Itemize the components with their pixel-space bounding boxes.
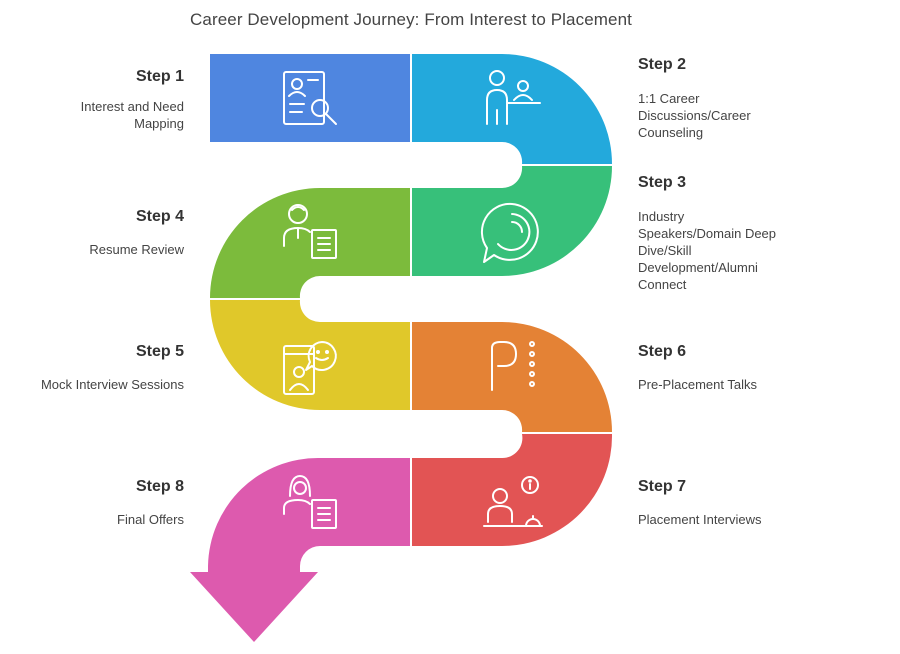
step-2-description: 1:1 Career Discussions/Career Counseling [638, 91, 751, 140]
step-1-segment [210, 54, 410, 142]
counselor-icon [486, 70, 541, 125]
step-4-segment [210, 188, 410, 298]
person-document-icon [283, 204, 337, 259]
step-6-description: Pre-Placement Talks [638, 377, 757, 392]
step-8-segment [190, 457, 410, 642]
interview-desk-icon [483, 476, 543, 527]
step-7-label: Step 7 [638, 478, 687, 495]
chat-bubble-icon [480, 202, 539, 263]
step-8-description: Final Offers [117, 512, 184, 527]
presentation-icon [491, 341, 535, 391]
step-2-segment [412, 54, 612, 164]
offer-document-icon [283, 475, 337, 529]
step-5-label: Step 5 [135, 343, 184, 360]
step-2-label: Step 2 [638, 56, 687, 73]
step-8-label: Step 8 [135, 478, 184, 495]
video-interview-icon [283, 341, 337, 395]
step-1-description: Interest and Need Mapping [80, 99, 184, 131]
step-4-description: Resume Review [89, 242, 184, 257]
step-3-label: Step 3 [638, 174, 687, 191]
resume-search-icon [283, 71, 337, 125]
page-title: Career Development Journey: From Interes… [190, 10, 632, 29]
step-4-label: Step 4 [135, 208, 184, 225]
step-7-description: Placement Interviews [638, 512, 762, 527]
step-6-segment [412, 322, 612, 432]
step-6-label: Step 6 [638, 343, 687, 360]
step-3-description: Industry Speakers/Domain Deep Dive/Skill… [638, 209, 777, 292]
step-5-description: Mock Interview Sessions [40, 377, 184, 392]
step-7-segment [412, 434, 613, 546]
step-1-label: Step 1 [135, 68, 184, 85]
